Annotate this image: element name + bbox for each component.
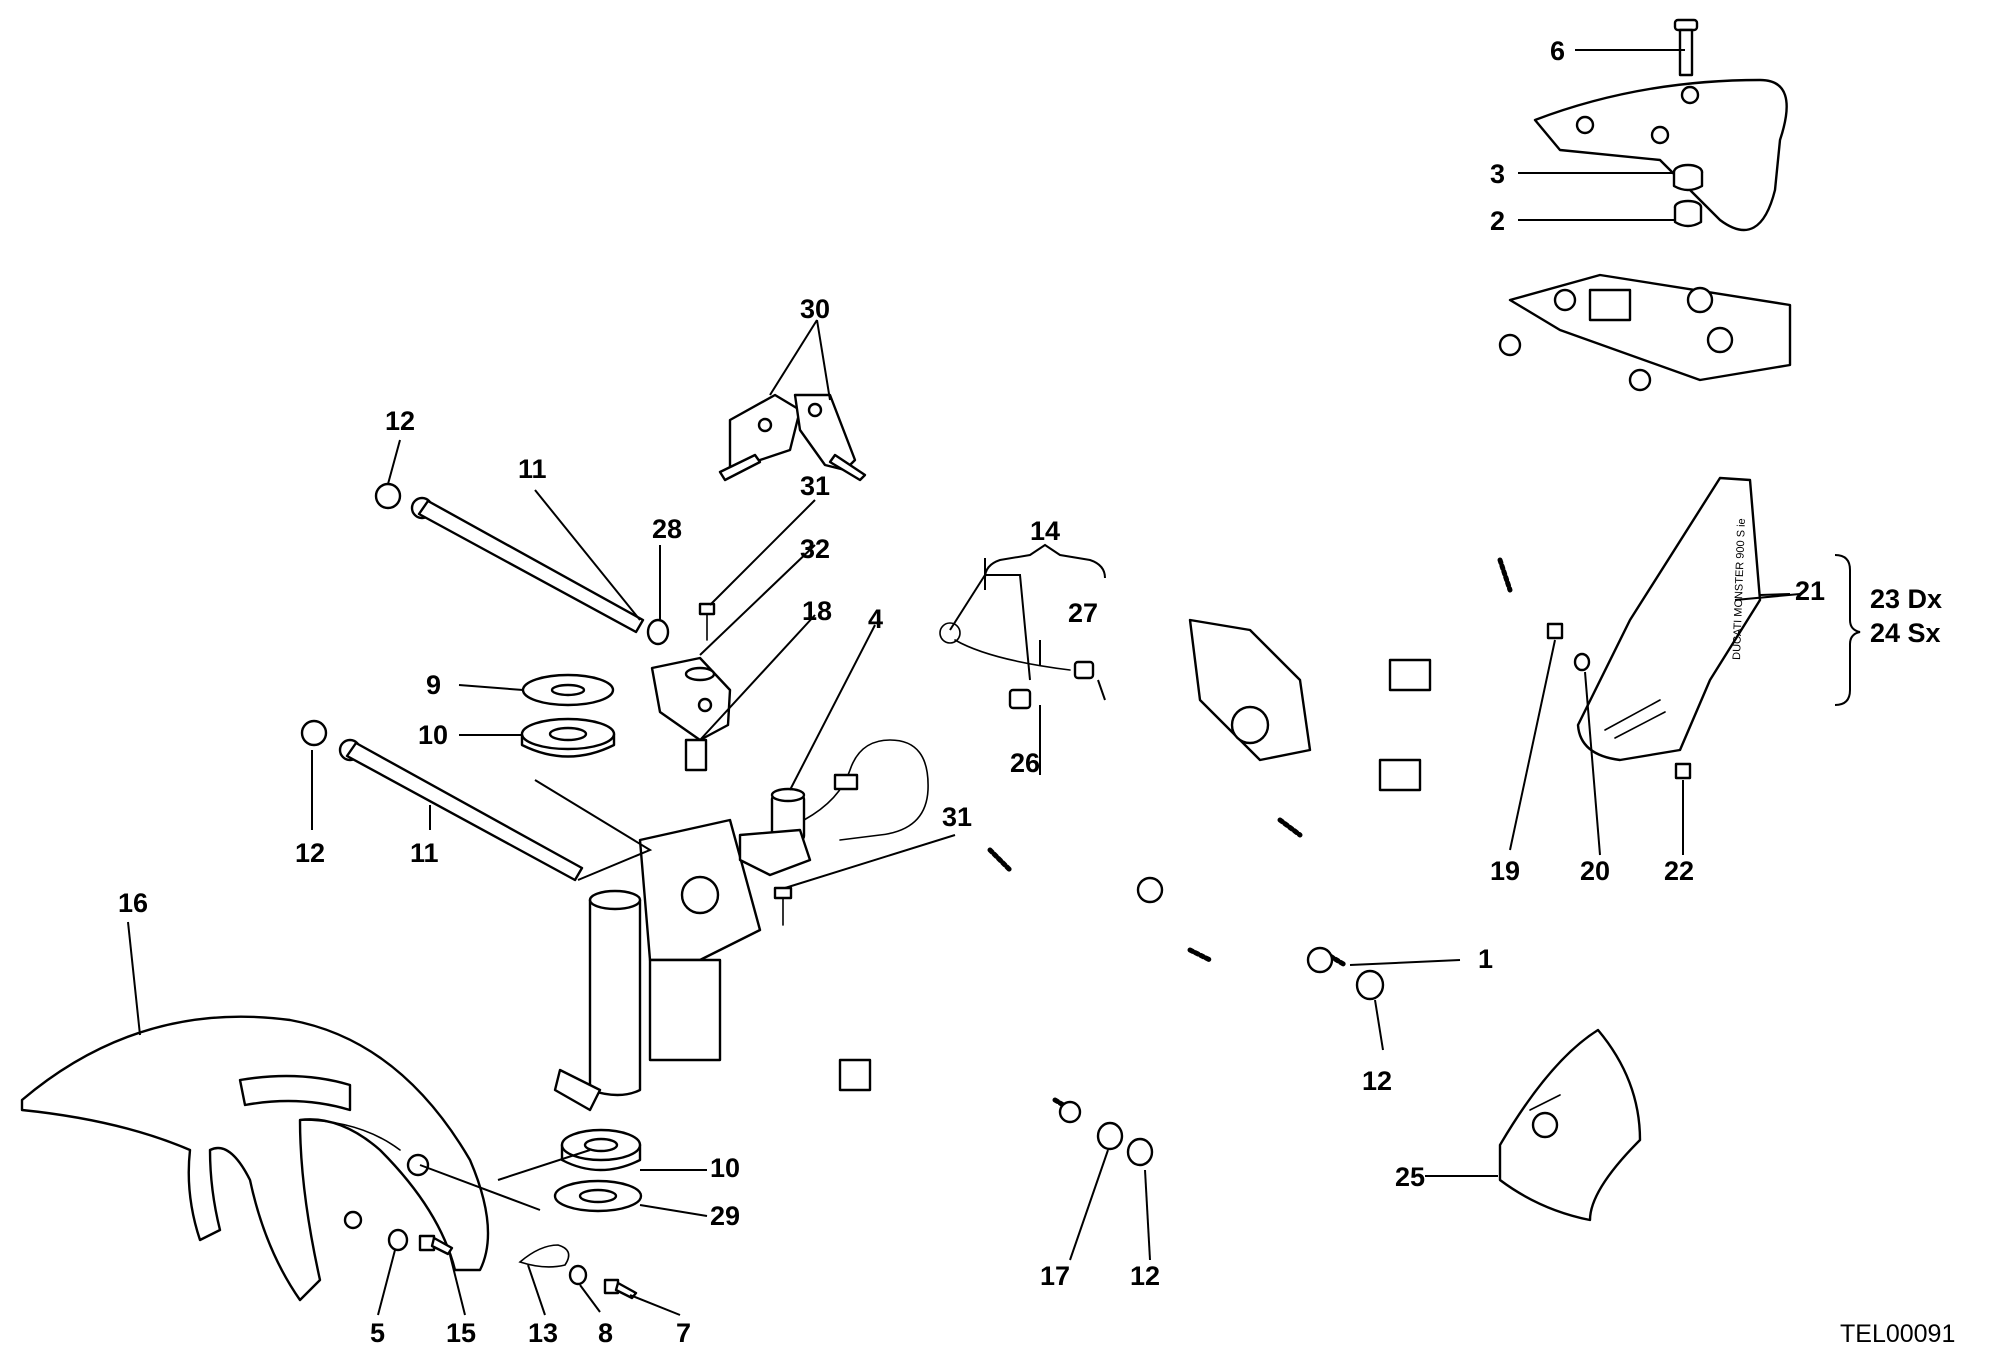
callout-5: 5 xyxy=(370,1318,385,1348)
brace-14 xyxy=(984,543,1106,579)
callout-17: 17 xyxy=(1040,1261,1070,1291)
screw-19 xyxy=(1546,622,1564,640)
screw-15 xyxy=(418,1234,454,1256)
callout-25: 25 xyxy=(1395,1162,1425,1192)
washer-17 xyxy=(1096,1121,1124,1151)
callout-21: 21 xyxy=(1795,576,1825,606)
bushing-20 xyxy=(1573,652,1591,672)
screw-31-top xyxy=(698,602,716,641)
screw-7 xyxy=(603,1278,638,1300)
lock-cover-32 xyxy=(650,656,732,742)
clip-26 xyxy=(1008,688,1032,710)
bolt-6 xyxy=(1673,18,1699,77)
callout-14: 14 xyxy=(1030,516,1060,546)
decal-text: DUCATI MONSTER 900 S ie xyxy=(1731,518,1748,660)
seal-9 xyxy=(521,673,615,707)
through-bolt-11-lower xyxy=(338,738,584,882)
nut-22 xyxy=(1674,762,1692,780)
callout-labels: 1 2 3 4 5 6 7 8 9 10 10 11 11 12 12 12 1… xyxy=(118,36,1955,1348)
bushing-3 xyxy=(1672,163,1704,192)
callout-8: 8 xyxy=(598,1318,613,1348)
callout-6: 6 xyxy=(1550,36,1565,66)
callout-28: 28 xyxy=(652,514,682,544)
callout-12-bottom: 12 xyxy=(1130,1261,1160,1291)
callout-1: 1 xyxy=(1478,944,1493,974)
main-frame xyxy=(553,247,1828,1124)
callout-12-top: 12 xyxy=(385,406,415,436)
front-mudguard xyxy=(20,1015,490,1302)
callout-12-right: 12 xyxy=(1362,1066,1392,1096)
spacer-18 xyxy=(684,738,708,772)
callout-15: 15 xyxy=(446,1318,476,1348)
bushing-2 xyxy=(1673,199,1703,228)
callout-24-sx: 24 Sx xyxy=(1870,618,1941,648)
plug-12-right xyxy=(1355,969,1385,1001)
ignition-keys xyxy=(718,393,867,482)
callout-22: 22 xyxy=(1664,856,1694,886)
callout-7: 7 xyxy=(676,1318,691,1348)
callout-18: 18 xyxy=(802,596,832,626)
bearing-10-top xyxy=(520,717,616,758)
screw-31-lower xyxy=(773,886,793,926)
callout-3: 3 xyxy=(1490,159,1505,189)
callout-4: 4 xyxy=(868,604,883,634)
callout-11-top: 11 xyxy=(518,454,547,484)
callout-10-bottom: 10 xyxy=(710,1153,740,1183)
washer-8 xyxy=(568,1264,588,1286)
ignition-switch xyxy=(738,739,929,877)
seal-29 xyxy=(553,1179,643,1213)
callout-27: 27 xyxy=(1068,598,1098,628)
callout-11-lower: 11 xyxy=(410,838,439,868)
brace-23-24 xyxy=(1834,554,1861,706)
callout-32: 32 xyxy=(800,534,830,564)
callout-31-lower: 31 xyxy=(942,802,972,832)
bearing-10-bottom xyxy=(560,1128,642,1172)
helmet-cable-14 xyxy=(939,622,1071,671)
callout-29: 29 xyxy=(710,1201,740,1231)
callout-12-left: 12 xyxy=(295,838,325,868)
rear-hugger xyxy=(1533,78,1788,232)
drawing-code: TEL00091 xyxy=(1840,1320,1955,1348)
leader-lines xyxy=(127,49,1801,1316)
callout-19: 19 xyxy=(1490,856,1520,886)
callout-26: 26 xyxy=(1010,748,1040,778)
callout-23-dx: 23 Dx xyxy=(1870,584,1942,614)
tank-panel-25 xyxy=(1498,1028,1642,1222)
plug-12-top xyxy=(374,482,402,510)
callout-16: 16 xyxy=(118,888,148,918)
callout-9: 9 xyxy=(426,670,441,700)
callout-31-top: 31 xyxy=(800,471,830,501)
plug-12-bottom xyxy=(1126,1137,1154,1167)
through-bolt-11-top xyxy=(410,496,645,634)
washer-5 xyxy=(387,1228,409,1252)
callout-2: 2 xyxy=(1490,206,1505,236)
clip-13 xyxy=(518,1244,570,1268)
callout-10-top: 10 xyxy=(418,720,448,750)
callout-20: 20 xyxy=(1580,856,1610,886)
side-panel-21: DUCATI MONSTER 900 S ie xyxy=(1576,476,1762,762)
callout-13: 13 xyxy=(528,1318,558,1348)
plug-12-left xyxy=(300,719,328,747)
callout-30: 30 xyxy=(800,294,830,324)
cap-27 xyxy=(1073,660,1095,680)
washer-28 xyxy=(646,618,670,646)
